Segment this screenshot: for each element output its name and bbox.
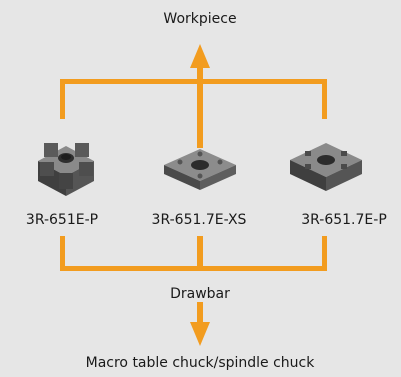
macro-chuck-label: Macro table chuck/spindle chuck bbox=[86, 355, 316, 371]
up-arrow-shaft bbox=[197, 66, 203, 148]
lower-bar-left-rise bbox=[60, 236, 65, 271]
flat-pallet-icon bbox=[164, 149, 236, 190]
upper-bar-right-drop bbox=[322, 79, 327, 119]
component-label-651e-p: 3R-651E-P bbox=[26, 212, 98, 228]
component-label-651-7e-p: 3R-651.7E-P bbox=[301, 212, 387, 228]
pallet-block-icon bbox=[38, 143, 94, 196]
drawbar-label: Drawbar bbox=[170, 286, 230, 302]
component-label-651-7e-xs: 3R-651.7E-XS bbox=[152, 212, 247, 228]
down-arrow-icon bbox=[190, 322, 210, 346]
lower-bar-right-rise bbox=[322, 236, 327, 271]
lower-bar-horizontal bbox=[60, 266, 327, 271]
upper-bar-left-drop bbox=[60, 79, 65, 119]
upper-bar-horizontal bbox=[60, 79, 327, 84]
lower-connector bbox=[60, 236, 327, 346]
drawbar-label-bg bbox=[160, 283, 240, 301]
down-arrow-shaft bbox=[197, 302, 203, 326]
workpiece-label: Workpiece bbox=[163, 11, 236, 27]
upper-connector bbox=[60, 44, 327, 148]
square-pallet-icon bbox=[290, 143, 362, 191]
lower-bar-center-rise bbox=[197, 236, 203, 271]
up-arrow-icon bbox=[190, 44, 210, 68]
